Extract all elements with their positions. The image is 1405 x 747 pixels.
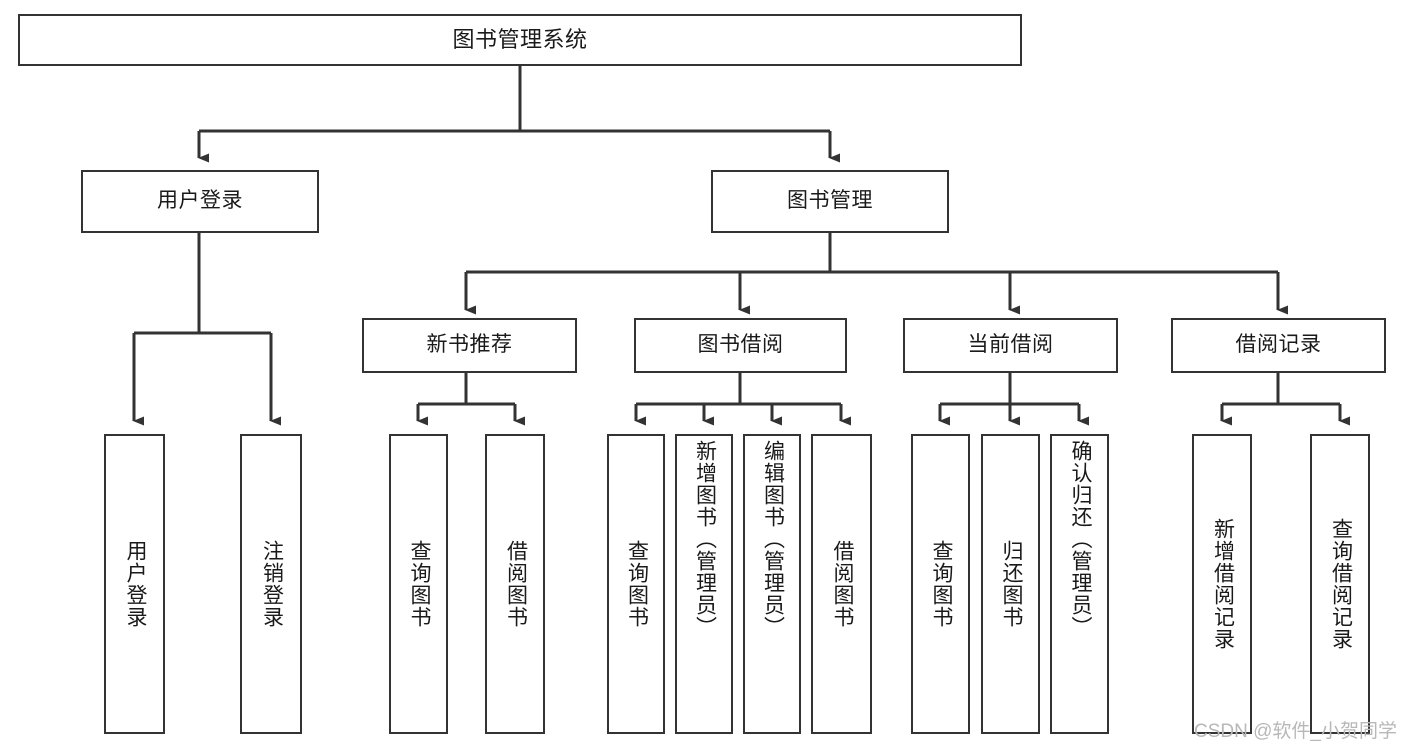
node-label: 新增借阅记录 [1211,518,1235,650]
node-label: 编辑图书（管理员） [761,440,785,638]
leaf-borrow-book-borrow[interactable]: 借阅图书 [811,434,872,734]
node-new-book-recommendation[interactable]: 新书推荐 [362,318,577,373]
node-label: 图书借阅 [697,333,784,357]
leaf-query-book-new-rec[interactable]: 查询图书 [389,434,448,734]
leaf-add-borrow-record[interactable]: 新增借阅记录 [1192,434,1252,734]
node-label: 当前借阅 [967,333,1054,357]
node-book-borrow[interactable]: 图书借阅 [634,318,847,373]
node-label: 查询借阅记录 [1329,518,1353,650]
leaf-logout-login[interactable]: 注销登录 [240,434,302,734]
leaf-confirm-return-admin[interactable]: 确认归还（管理员） [1050,434,1109,734]
node-book-manage[interactable]: 图书管理 [711,170,949,233]
node-label: 图书管理系统 [452,27,588,53]
node-label: 用户登录 [123,540,147,628]
leaf-query-book-borrow[interactable]: 查询图书 [607,434,665,734]
node-label: 借阅图书 [504,540,528,628]
node-current-borrow[interactable]: 当前借阅 [903,318,1118,373]
node-label: 图书管理 [787,189,873,213]
leaf-query-book-current[interactable]: 查询图书 [911,434,970,734]
node-label: 用户登录 [157,189,243,213]
leaf-return-book[interactable]: 归还图书 [981,434,1040,734]
leaf-edit-book-admin[interactable]: 编辑图书（管理员） [743,434,801,734]
node-root-book-management-system[interactable]: 图书管理系统 [18,14,1022,66]
node-label: 借阅记录 [1235,333,1322,357]
leaf-query-borrow-record[interactable]: 查询借阅记录 [1310,434,1370,734]
node-borrow-record[interactable]: 借阅记录 [1171,318,1386,373]
node-label: 查询图书 [625,540,649,628]
leaf-borrow-book-new-rec[interactable]: 借阅图书 [485,434,545,734]
node-user-login[interactable]: 用户登录 [81,170,319,233]
leaf-user-login[interactable]: 用户登录 [104,434,165,734]
node-label: 注销登录 [260,540,284,628]
leaf-add-book-admin[interactable]: 新增图书（管理员） [675,434,733,734]
node-label: 确认归还（管理员） [1068,440,1092,638]
node-label: 归还图书 [999,540,1023,628]
node-label: 借阅图书 [830,540,854,628]
node-label: 新书推荐 [426,333,513,357]
node-label: 查询图书 [407,540,431,628]
node-label: 查询图书 [929,540,953,628]
csdn-watermark: CSDN @软件_小贺同学 [1194,721,1397,742]
node-label: 新增图书（管理员） [693,440,717,638]
